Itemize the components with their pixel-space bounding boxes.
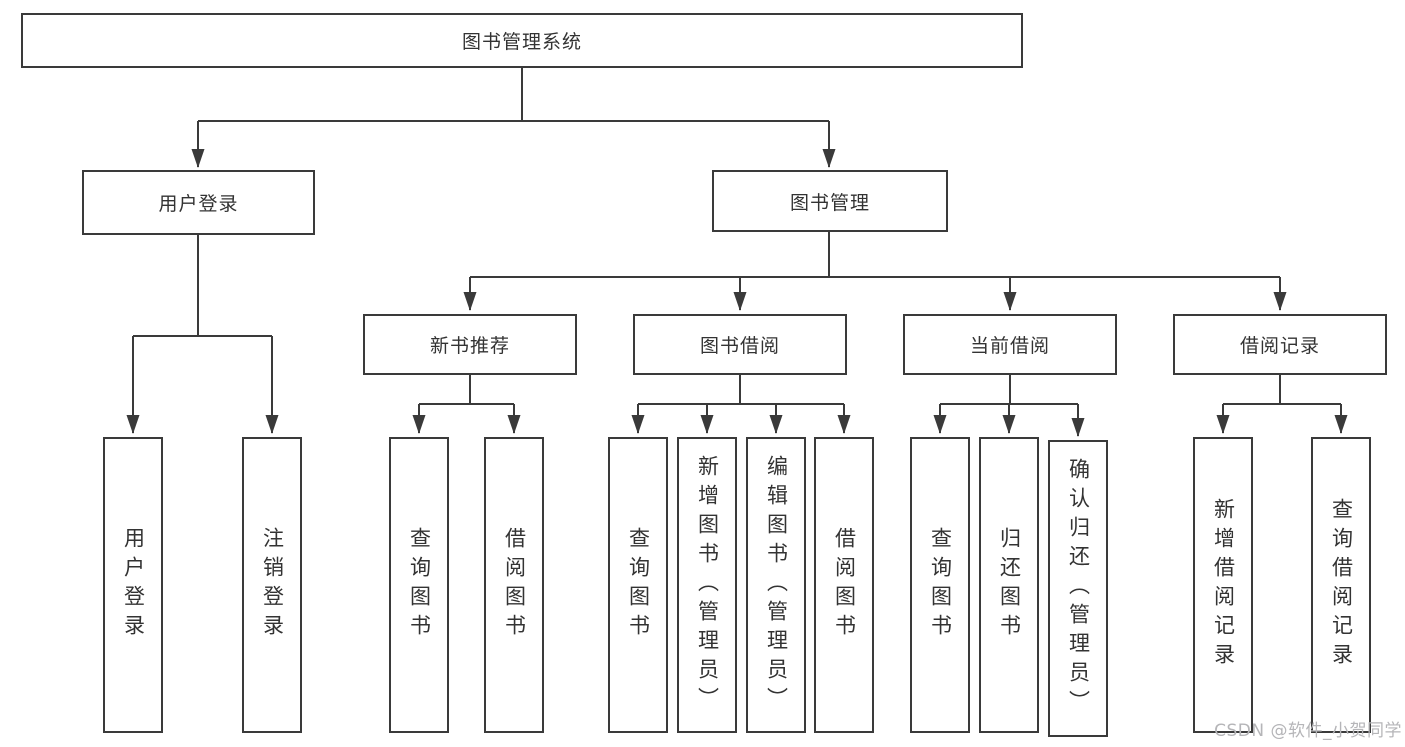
leaf-logout-login: 注销登录 xyxy=(242,437,302,733)
leaf-label: 注销登录 xyxy=(260,527,285,643)
node-label: 图书管理系统 xyxy=(461,31,582,53)
leaf-query-books-recommendation: 查询图书 xyxy=(389,437,449,733)
node-label: 当前借阅 xyxy=(969,335,1050,357)
leaf-add-borrow-record: 新增借阅记录 xyxy=(1193,437,1253,733)
node-user-login: 用户登录 xyxy=(82,170,315,235)
node-library-management-system: 图书管理系统 xyxy=(21,13,1023,68)
leaf-edit-books-admin: 编辑图书（管理员） xyxy=(746,437,806,733)
node-current-borrowing: 当前借阅 xyxy=(903,314,1117,375)
node-new-book-recommendation: 新书推荐 xyxy=(363,314,577,375)
node-label: 新书推荐 xyxy=(429,335,510,357)
leaf-user-login: 用户登录 xyxy=(103,437,163,733)
leaf-confirm-return-admin: 确认归还（管理员） xyxy=(1048,440,1108,737)
node-label: 图书管理 xyxy=(789,191,870,214)
leaf-borrow-books: 借阅图书 xyxy=(814,437,874,733)
csdn-watermark: CSDN @软件_小贺同学 xyxy=(1214,721,1402,741)
node-borrowing-records: 借阅记录 xyxy=(1173,314,1387,375)
leaf-borrow-books-recommendation: 借阅图书 xyxy=(484,437,544,733)
node-label: 图书借阅 xyxy=(699,335,780,357)
leaf-query-borrow-record: 查询借阅记录 xyxy=(1311,437,1371,733)
leaf-label: 查询图书 xyxy=(928,527,953,643)
leaf-label: 查询图书 xyxy=(407,527,432,643)
leaf-label: 查询借阅记录 xyxy=(1329,498,1354,672)
node-label: 用户登录 xyxy=(158,193,239,215)
leaf-label: 编辑图书（管理员） xyxy=(764,454,789,716)
leaf-query-books-current: 查询图书 xyxy=(910,437,970,733)
leaf-label: 用户登录 xyxy=(121,527,146,643)
leaf-add-books-admin: 新增图书（管理员） xyxy=(677,437,737,733)
leaf-label: 归还图书 xyxy=(997,527,1022,643)
node-book-borrowing: 图书借阅 xyxy=(633,314,847,375)
leaf-return-books: 归还图书 xyxy=(979,437,1039,733)
node-label: 借阅记录 xyxy=(1239,335,1320,357)
leaf-label: 新增借阅记录 xyxy=(1211,498,1236,672)
leaf-label: 借阅图书 xyxy=(832,527,857,643)
leaf-label: 新增图书（管理员） xyxy=(695,454,720,716)
node-book-management: 图书管理 xyxy=(712,170,948,232)
leaf-label: 借阅图书 xyxy=(502,527,527,643)
leaf-query-books-borrowing: 查询图书 xyxy=(608,437,668,733)
leaf-label: 查询图书 xyxy=(626,527,651,643)
leaf-label: 确认归还（管理员） xyxy=(1066,458,1091,719)
